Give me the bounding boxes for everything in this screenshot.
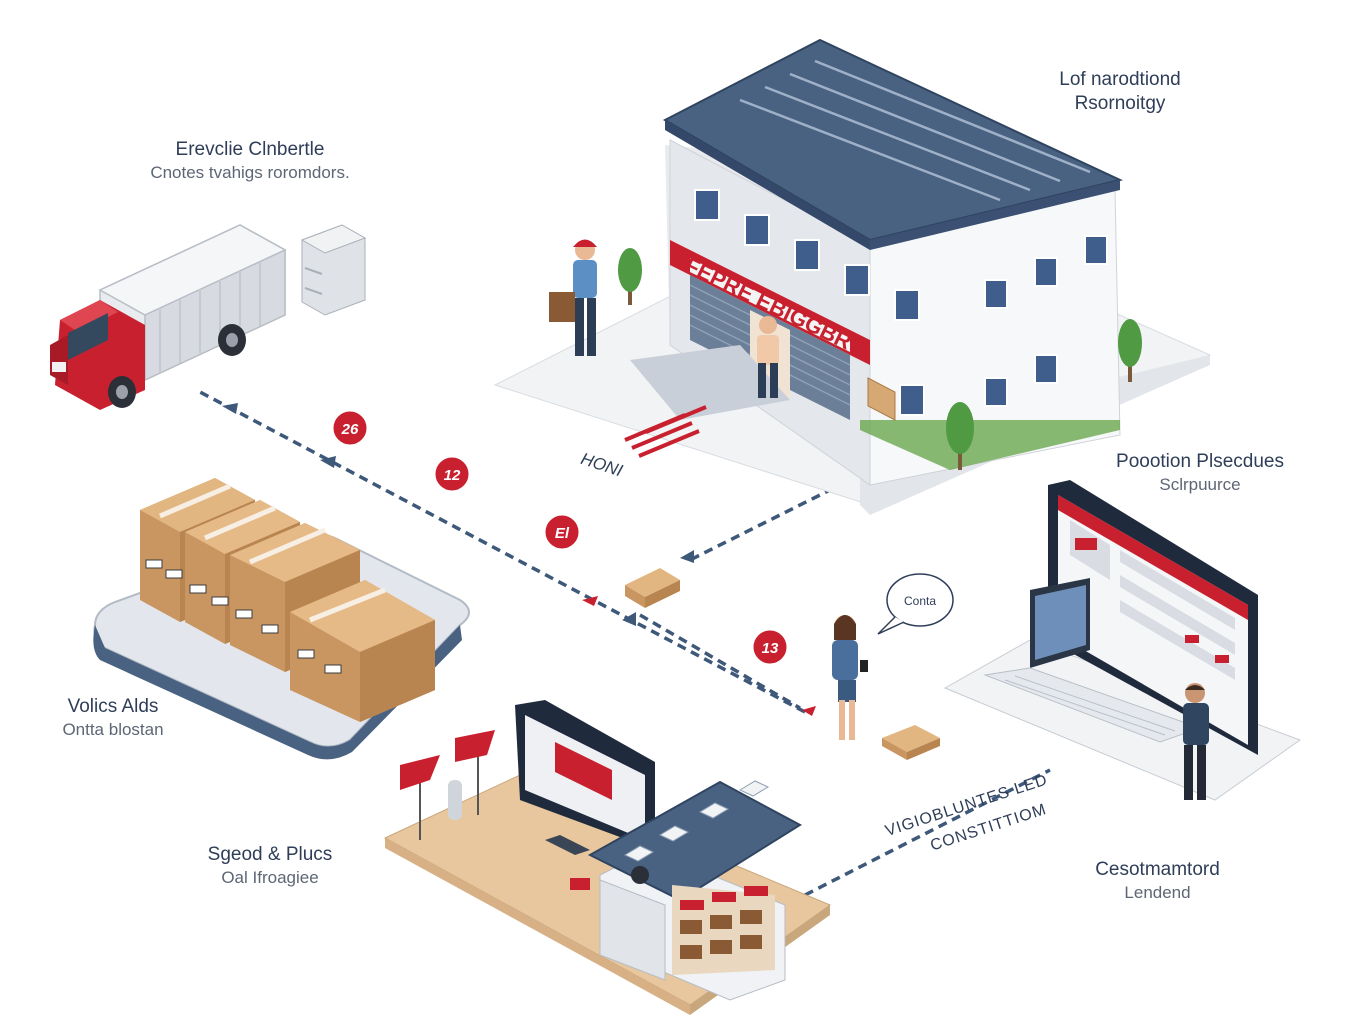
label-top-right-title: Lof narodtiond <box>1059 69 1181 90</box>
shopper-person <box>757 316 779 398</box>
label-mid-right-subtitle: Sclrpuurce <box>1159 474 1241 494</box>
parcel-small <box>625 568 680 608</box>
label-top-left: Erevclie Clnbertle Cnotes tvahigs roromd… <box>130 138 370 183</box>
route-parcel-to-customer <box>639 613 801 710</box>
speech-bubble-text: Conta <box>904 594 936 608</box>
label-bottom-left: Sgeod & Plucs Oal Ifroagiee <box>180 843 360 888</box>
label-top-right: Lof narodtiond Rsornoitgy <box>1020 68 1220 116</box>
arrow-head <box>222 403 238 414</box>
retail-stall <box>383 700 832 1015</box>
label-bottom-right: Cesotmamtord Lendend <box>1075 858 1240 903</box>
label-mid-right: Poootion Plsecdues Sclrpuurce <box>1090 450 1310 495</box>
parcel-delivered <box>882 725 940 760</box>
route-badge-label: 26 <box>341 421 359 438</box>
label-bottom-left-title: Sgeod & Plucs <box>207 844 333 865</box>
route-badge-label: 12 <box>444 467 461 484</box>
customer-woman <box>832 615 868 740</box>
inventory-boxes <box>93 478 470 760</box>
delivery-truck <box>50 224 287 410</box>
label-mid-right-title: Poootion Plsecdues <box>1116 451 1284 472</box>
route-badge: 13 <box>750 627 790 667</box>
store-building <box>493 38 1212 515</box>
label-top-right-subtitle: Rsornoitgy <box>1074 92 1166 114</box>
route-badge-label: 13 <box>762 640 779 657</box>
arrow-head <box>320 456 336 468</box>
label-bottom-right-subtitle: Lendend <box>1124 882 1191 902</box>
computer-station <box>943 480 1302 801</box>
route-red-markers <box>582 596 816 716</box>
label-top-left-subtitle: Cnotes tvahigs roromdors. <box>150 162 350 182</box>
trees <box>618 248 1142 470</box>
label-top-left-title: Erevclie Clnbertle <box>175 139 325 160</box>
route-arrows <box>222 403 694 626</box>
worker-person <box>549 239 597 356</box>
storage-cabinet <box>300 224 367 316</box>
arrow-head <box>680 550 694 563</box>
label-bottom-left-subtitle: Oal Ifroagiee <box>221 867 319 887</box>
route-badge-label: El <box>555 525 570 542</box>
route-badge: El <box>542 512 582 552</box>
route-badge: 26 <box>330 408 370 448</box>
ground-text: HONI <box>579 449 626 480</box>
route-stall-to-computer <box>804 768 1051 897</box>
label-mid-left-subtitle: Ontta blostan <box>62 719 164 739</box>
label-mid-left: Volics Alds Ontta blostan <box>28 695 198 740</box>
route-badge: 12 <box>432 454 472 494</box>
route-truck-to-customer <box>199 390 806 714</box>
arrow-head <box>622 612 636 626</box>
speech-bubble: Conta <box>877 573 954 635</box>
label-bottom-right-title: Cesotmamtord <box>1095 859 1220 880</box>
label-mid-left-title: Volics Alds <box>67 696 159 717</box>
